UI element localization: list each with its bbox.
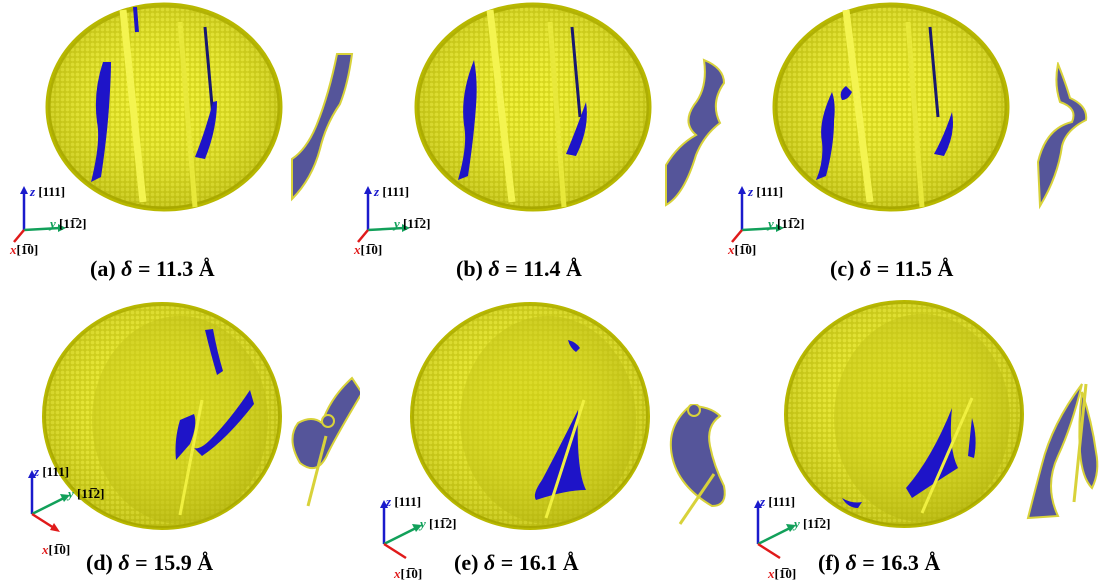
z-axis-label: z [111] <box>386 494 422 509</box>
defect-region <box>91 62 111 182</box>
panel-caption: (d) δ = 15.9 Å <box>86 550 214 575</box>
panel-caption: (e) δ = 16.1 Å <box>454 550 579 575</box>
y-axis-label: y [11̅2] <box>68 486 105 501</box>
y-axis-label: y [11̅2] <box>394 216 431 231</box>
x-axis-label: x[1̅0] <box>42 542 71 557</box>
nanoparticle-render <box>414 2 652 217</box>
axis-triad: z [111] y [11̅2] x[1̅0] <box>10 180 100 257</box>
cross-section-profile <box>660 403 732 539</box>
panel-e: z [111] y [11̅2] x[1̅0] (e) δ = 16.1 Å <box>368 294 736 588</box>
axis-triad: z [111] y [11̅2] x[1̅0] <box>728 180 818 257</box>
x-axis-label: x[1̅0] <box>10 242 39 257</box>
z-axis-label: z [111] <box>30 184 66 199</box>
nanoparticle-render <box>408 300 653 537</box>
x-axis-label: x[1̅0] <box>768 566 797 581</box>
z-axis-label: z [111] <box>34 464 70 479</box>
axis-triad: z [111] y [11̅2] x[1̅0] <box>18 464 108 557</box>
z-axis-label: z [111] <box>748 184 784 199</box>
axis-triad: z [111] y [11̅2] x[1̅0] <box>370 494 460 581</box>
panel-d: z [111] y [11̅2] x[1̅0] (d) δ = 15.9 Å <box>0 294 368 588</box>
y-axis-label: y [11̅2] <box>50 216 87 231</box>
z-axis-label: z [111] <box>374 184 410 199</box>
y-axis-label: y [11̅2] <box>768 216 805 231</box>
panel-f: z [111] y [11̅2] x[1̅0] (f) δ = 16.3 Å <box>736 294 1104 588</box>
defect-region <box>458 60 477 180</box>
panel-c: z [111] y [11̅2] x[1̅0] (c) δ = 11.5 Å <box>728 0 1104 294</box>
cross-section-profile <box>1024 60 1094 217</box>
z-axis-label: z [111] <box>760 494 796 509</box>
nanoparticle-render <box>40 300 285 537</box>
nanoparticle-render <box>782 298 1027 535</box>
y-axis-label: y [11̅2] <box>794 516 831 531</box>
defect-region <box>175 414 196 460</box>
cross-section-profile <box>656 58 726 213</box>
panel-caption: (a) δ = 11.3 Å <box>90 256 215 281</box>
nanoparticle-render <box>772 2 1010 217</box>
x-axis-label: x[1̅0] <box>728 242 757 257</box>
defect-region <box>906 408 958 498</box>
x-axis-label: x[1̅0] <box>394 566 423 581</box>
axis-triad: z [111] y [11̅2] x[1̅0] <box>354 180 444 257</box>
y-axis-label: y [11̅2] <box>420 516 457 531</box>
panel-caption: (f) δ = 16.3 Å <box>818 550 941 575</box>
cross-section-profile <box>1026 382 1102 527</box>
axis-triad: z [111] y [11̅2] x[1̅0] <box>744 494 834 581</box>
x-axis-label: x[1̅0] <box>354 242 383 257</box>
defect-region <box>816 92 835 180</box>
panel-caption: (b) δ = 11.4 Å <box>456 256 582 281</box>
cross-section-profile <box>287 52 357 212</box>
panel-a: z [111] y [11̅2] x[1̅0] (a) δ = 11.3 Å <box>0 0 368 294</box>
panel-caption: (c) δ = 11.5 Å <box>830 256 954 281</box>
panel-b: z [111] y [11̅2] x[1̅0] (b) δ = 11.4 Å <box>354 0 736 294</box>
nanoparticle-render <box>45 2 283 217</box>
cross-section-profile <box>288 376 364 521</box>
